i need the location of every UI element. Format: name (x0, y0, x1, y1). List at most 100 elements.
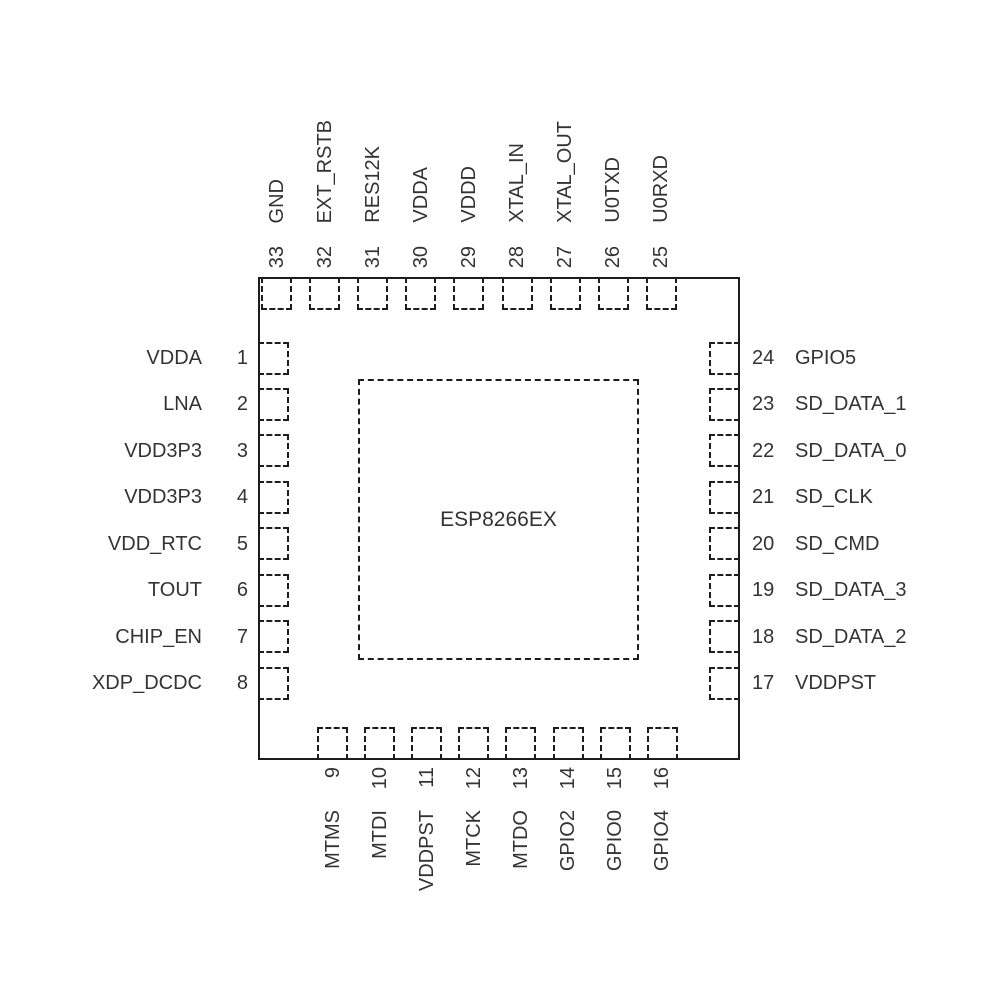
pin-22-pad (709, 434, 740, 468)
pin-17-pad (709, 666, 740, 700)
pin-29-number: 29 (457, 245, 480, 268)
pin-14-label: GPIO2 (557, 810, 579, 872)
pin-28-pad (501, 277, 533, 310)
pin-25-number: 25 (650, 245, 673, 268)
pin-10-pad (364, 727, 396, 760)
pin-10-label: MTDI (368, 810, 391, 859)
pin-24-pad (709, 341, 740, 375)
pin-21-pad (709, 480, 740, 514)
pin-19-number: 19 (752, 579, 775, 602)
pin-12-label: MTCK (462, 810, 485, 867)
pin-4-pad (258, 480, 289, 514)
pin-13-label: MTDO (509, 810, 532, 869)
pin-18-number: 18 (752, 625, 775, 648)
pin-23-number: 23 (752, 393, 775, 416)
pin-8-label: XDP_DCDC (91, 672, 202, 694)
pin-26-label: U0TXD (602, 157, 625, 223)
pin-19-pad (709, 573, 740, 607)
chip-label: ESP8266EX (440, 507, 557, 531)
pin-33-pad (261, 277, 292, 310)
pin-18-pad (709, 620, 740, 654)
pin-8-pad (258, 666, 289, 700)
pin-27-label: XTAL_OUT (554, 121, 577, 223)
pin-31-number: 31 (361, 245, 384, 268)
pin-7-label: CHIP_EN (115, 625, 202, 648)
pin-17-label: VDDPST (795, 672, 877, 694)
pin-26-pad (597, 277, 629, 310)
pin-9-pad (317, 727, 348, 760)
pin-26-number: 26 (602, 245, 625, 268)
pin-13-pad (505, 727, 537, 760)
pin-3-pad (258, 434, 289, 468)
pin-5-number: 5 (236, 532, 248, 555)
pin-6-number: 6 (236, 579, 248, 602)
pin-32-number: 32 (313, 245, 336, 268)
pin-6-label: TOUT (147, 579, 202, 602)
pin-24-number: 24 (752, 347, 775, 369)
pin-22-label: SD_DATA_0 (795, 439, 907, 462)
pin-25-pad (645, 277, 677, 310)
pin-29-pad (453, 277, 485, 310)
pin-17-number: 17 (752, 672, 775, 694)
pin-11-pad (411, 727, 443, 760)
pin-31-pad (357, 277, 389, 310)
pin-10-number: 10 (368, 767, 391, 790)
pin-23-pad (709, 387, 740, 421)
pin-5-pad (258, 527, 289, 561)
pin-21-number: 21 (752, 486, 775, 509)
pin-2-label: LNA (163, 393, 202, 416)
pin-7-number: 7 (236, 625, 248, 648)
pin-12-number: 12 (462, 767, 485, 790)
pin-16-label: GPIO4 (651, 810, 674, 872)
pin-31-label: RES12K (361, 146, 384, 223)
pin-24-label: GPIO5 (795, 347, 857, 369)
pin-33-label: GND (265, 178, 288, 223)
pin-13-number: 13 (509, 767, 532, 790)
pin-27-number: 27 (554, 245, 577, 268)
pin-12-pad (458, 727, 490, 760)
pin-3-number: 3 (236, 439, 248, 462)
pin-4-number: 4 (236, 486, 248, 509)
pin-1-pad (258, 341, 289, 375)
pin-30-pad (405, 277, 437, 310)
pin-20-number: 20 (752, 532, 775, 555)
pin-5-label: VDD_RTC (107, 532, 202, 555)
pin-2-number: 2 (236, 393, 248, 416)
pin-1-label: VDDA (146, 347, 202, 369)
die-outline: ESP8266EX (358, 379, 639, 660)
pin-3-label: VDD3P3 (124, 439, 202, 462)
pin-32-label: EXT_RSTB (313, 119, 336, 223)
pin-28-number: 28 (506, 245, 528, 268)
pin-32-pad (309, 277, 341, 310)
pin-28-label: XTAL_IN (506, 143, 528, 223)
pin-19-label: SD_DATA_3 (795, 579, 907, 602)
pin-30-label: VDDA (409, 167, 432, 223)
pin-16-pad (646, 727, 678, 760)
pin-20-pad (709, 527, 740, 561)
pin-1-number: 1 (236, 347, 248, 369)
pin-7-pad (258, 620, 289, 654)
pin-30-number: 30 (409, 245, 432, 268)
pin-15-pad (599, 727, 631, 760)
pin-14-pad (552, 727, 584, 760)
pin-2-pad (258, 387, 289, 421)
pin-25-label: U0RXD (650, 155, 673, 223)
pin-11-number: 11 (415, 767, 438, 788)
pin-20-label: SD_CMD (795, 532, 880, 555)
pin-27-pad (549, 277, 581, 310)
pin-15-label: GPIO0 (604, 810, 627, 872)
pin-6-pad (258, 573, 289, 607)
pin-8-number: 8 (236, 672, 248, 694)
pin-21-label: SD_CLK (795, 486, 873, 509)
pin-9-label: MTMS (321, 810, 344, 869)
pin-9-number: 9 (321, 767, 344, 779)
pin-23-label: SD_DATA_1 (795, 393, 907, 416)
pin-11-label: VDDPST (415, 810, 438, 892)
pin-18-label: SD_DATA_2 (795, 625, 907, 648)
pin-33-number: 33 (265, 245, 288, 268)
pin-15-number: 15 (604, 767, 627, 790)
pin-4-label: VDD3P3 (124, 486, 202, 509)
pin-14-number: 14 (557, 767, 579, 790)
pin-22-number: 22 (752, 439, 775, 462)
